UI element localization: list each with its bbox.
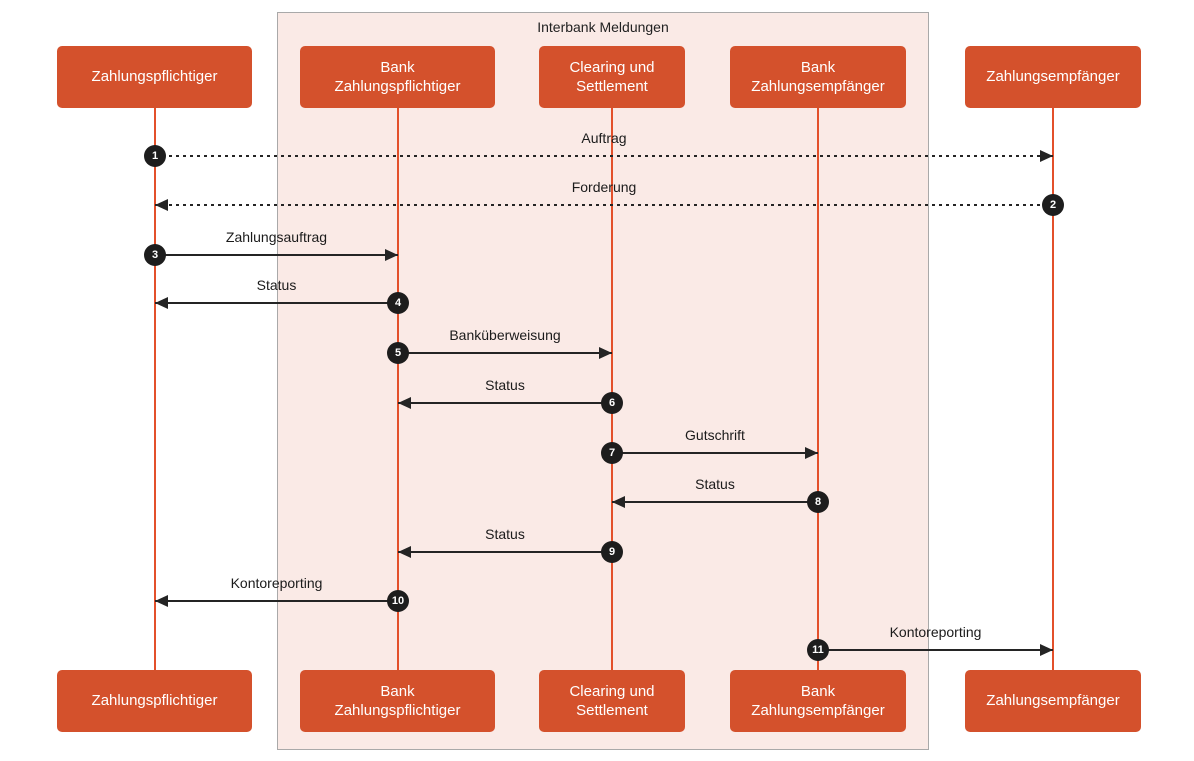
message-number-badge: 6 [601,392,623,414]
message-arrow [155,254,398,256]
actor-bottom-bank-zahlungsempfaenger: Bank Zahlungsempfänger [730,670,906,732]
message-arrow [398,352,612,354]
arrowhead-icon [385,249,398,261]
arrowhead-icon [1040,644,1053,656]
actor-bottom-zahlungsempfaenger: Zahlungsempfänger [965,670,1141,732]
lifeline-bank-zahlungspflichtiger [397,107,399,670]
message-arrow [818,649,1053,651]
message-label: Status [485,526,525,542]
message-arrow [612,501,818,503]
message-label: Kontoreporting [230,575,323,591]
message-arrow [155,204,1053,206]
actor-bottom-zahlungspflichtiger: Zahlungspflichtiger [57,670,252,732]
message-label: Status [256,277,297,293]
message-number-badge: 10 [387,590,409,612]
actor-top-zahlungsempfaenger: Zahlungsempfänger [965,46,1141,108]
actor-bottom-bank-zahlungspflichtiger: Bank Zahlungspflichtiger [300,670,495,732]
interbank-group-label: Interbank Meldungen [537,19,669,35]
arrowhead-icon [155,297,168,309]
message-label: Gutschrift [685,427,745,443]
message-number-badge: 5 [387,342,409,364]
actor-top-zahlungspflichtiger: Zahlungspflichtiger [57,46,252,108]
message-number-badge: 8 [807,491,829,513]
message-number-badge: 1 [144,145,166,167]
lifeline-zahlungsempfaenger [1052,107,1054,670]
arrowhead-icon [155,199,168,211]
message-label: Status [695,476,735,492]
interbank-group-box: Interbank Meldungen [277,12,929,750]
message-number-badge: 2 [1042,194,1064,216]
message-label: Kontoreporting [889,624,982,640]
message-number-badge: 3 [144,244,166,266]
arrowhead-icon [398,546,411,558]
arrowhead-icon [1040,150,1053,162]
message-arrow [155,155,1053,157]
message-arrow [398,402,612,404]
message-arrow [612,452,818,454]
lifeline-clearing-und-settlement [611,107,613,670]
message-label: Banküberweisung [449,327,561,343]
message-label: Auftrag [581,130,627,146]
message-arrow [155,600,398,602]
actor-bottom-clearing-und-settlement: Clearing und Settlement [539,670,685,732]
arrowhead-icon [805,447,818,459]
actor-top-bank-zahlungspflichtiger: Bank Zahlungspflichtiger [300,46,495,108]
lifeline-zahlungspflichtiger [154,107,156,670]
lifeline-bank-zahlungsempfaenger [817,107,819,670]
message-number-badge: 9 [601,541,623,563]
message-number-badge: 7 [601,442,623,464]
message-number-badge: 11 [807,639,829,661]
arrowhead-icon [599,347,612,359]
arrowhead-icon [398,397,411,409]
message-arrow [398,551,612,553]
message-label: Forderung [571,179,637,195]
message-label: Zahlungsauftrag [225,229,328,245]
message-label: Status [485,377,525,393]
actor-top-clearing-und-settlement: Clearing und Settlement [539,46,685,108]
message-number-badge: 4 [387,292,409,314]
arrowhead-icon [155,595,168,607]
message-arrow [155,302,398,304]
actor-top-bank-zahlungsempfaenger: Bank Zahlungsempfänger [730,46,906,108]
arrowhead-icon [612,496,625,508]
